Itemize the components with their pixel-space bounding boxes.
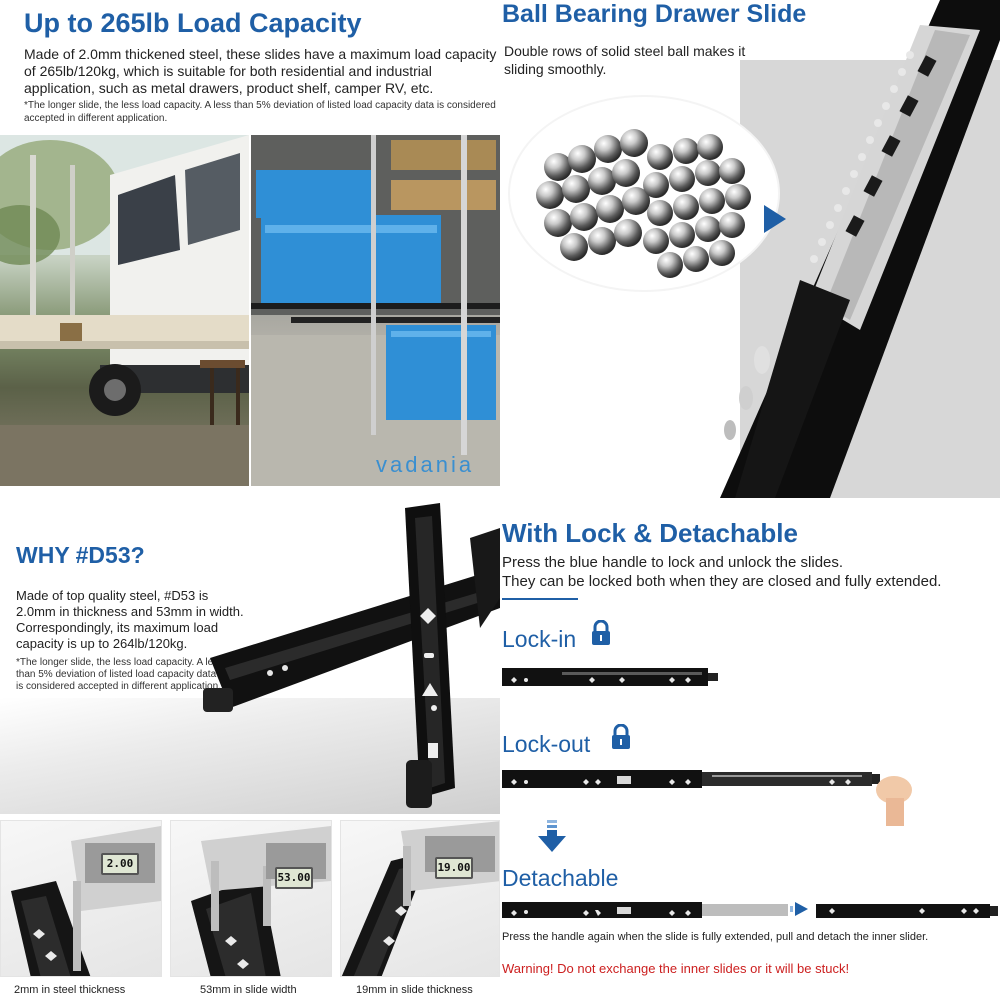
warehouse-shelf-illustration [251,135,500,486]
caliper-illustration-3 [341,821,499,976]
lock-closed-icon [592,620,610,645]
why-d53-title: WHY #D53? [16,542,145,568]
d53-slides-illustration [203,503,500,808]
lock-description-line-2: They can be locked both when they are cl… [502,573,942,590]
slide-thickness-photo: 19.00 [340,820,500,977]
slide-locked-in-illustration [502,668,718,686]
caliper-illustration [11,826,161,976]
camper-van-photo [0,135,249,486]
slide-thickness-label: 19mm in slide thickness [356,984,473,996]
lock-detachable-title: With Lock & Detachable [502,518,798,548]
why-d53-panel: WHY #D53? Made of top quality steel, #D5… [0,498,500,814]
lock-in-label: Lock-in [502,626,577,652]
slide-closeup-illustration [720,0,1000,498]
slide-detached-illustration [502,902,998,918]
load-capacity-note: *The longer slide, the less load capacit… [24,100,496,124]
camper-van-illustration [0,135,249,486]
load-capacity-panel: Up to 265lb Load Capacity Made of 2.0mm … [0,0,500,486]
steel-thickness-photo: 2.00 [0,820,162,977]
lock-detachable-panel: With Lock & Detachable Press the blue ha… [500,498,1000,1000]
load-capacity-title: Up to 265lb Load Capacity [24,8,362,38]
slide-locked-out-illustration [502,770,912,826]
load-capacity-description: Made of 2.0mm thickened steel, these sli… [24,46,497,96]
caliper-display: 2.00 [101,853,139,875]
steel-balls-illustration [536,129,751,278]
steel-thickness-label: 2mm in steel thickness [14,984,126,996]
lock-description-line-1: Press the blue handle to lock and unlock… [502,554,844,571]
ball-bearing-panel: Ball Bearing Drawer Slide Double rows of… [500,0,1000,498]
why-d53-note: *The longer slide, the less load capacit… [16,657,224,692]
lock-detachable-description: Press the blue handle to lock and unlock… [502,553,998,591]
warning-message: Warning! Do not exchange the inner slide… [502,961,850,976]
brand-watermark: vadania [376,452,475,477]
slide-width-photo: 53.00 [170,820,332,977]
detach-instruction: Press the handle again when the slide is… [502,931,929,943]
caliper-display-2: 53.00 [275,867,313,889]
detachable-label: Detachable [502,865,619,891]
magnifier-pointer [764,205,786,233]
right-arrow-icon [790,902,808,916]
lock-open-icon [612,724,630,749]
down-arrow-icon [538,820,566,852]
warehouse-shelf-photo [251,135,500,486]
measurement-panel: 2.00 53.00 19.00 2mm in steel thickness … [0,820,500,1000]
slide-width-label: 53mm in slide width [200,984,297,996]
caliper-illustration-2 [191,826,331,976]
lock-out-label: Lock-out [502,731,591,757]
steel-balls-magnifier [510,97,778,290]
caliper-display-3: 19.00 [435,857,473,879]
ball-bearing-title: Ball Bearing Drawer Slide [502,0,807,28]
why-d53-description: Made of top quality steel, #D53 is 2.0mm… [16,588,244,651]
section-divider [502,598,578,600]
ball-bearing-description: Double rows of solid steel ball makes it… [504,43,746,77]
